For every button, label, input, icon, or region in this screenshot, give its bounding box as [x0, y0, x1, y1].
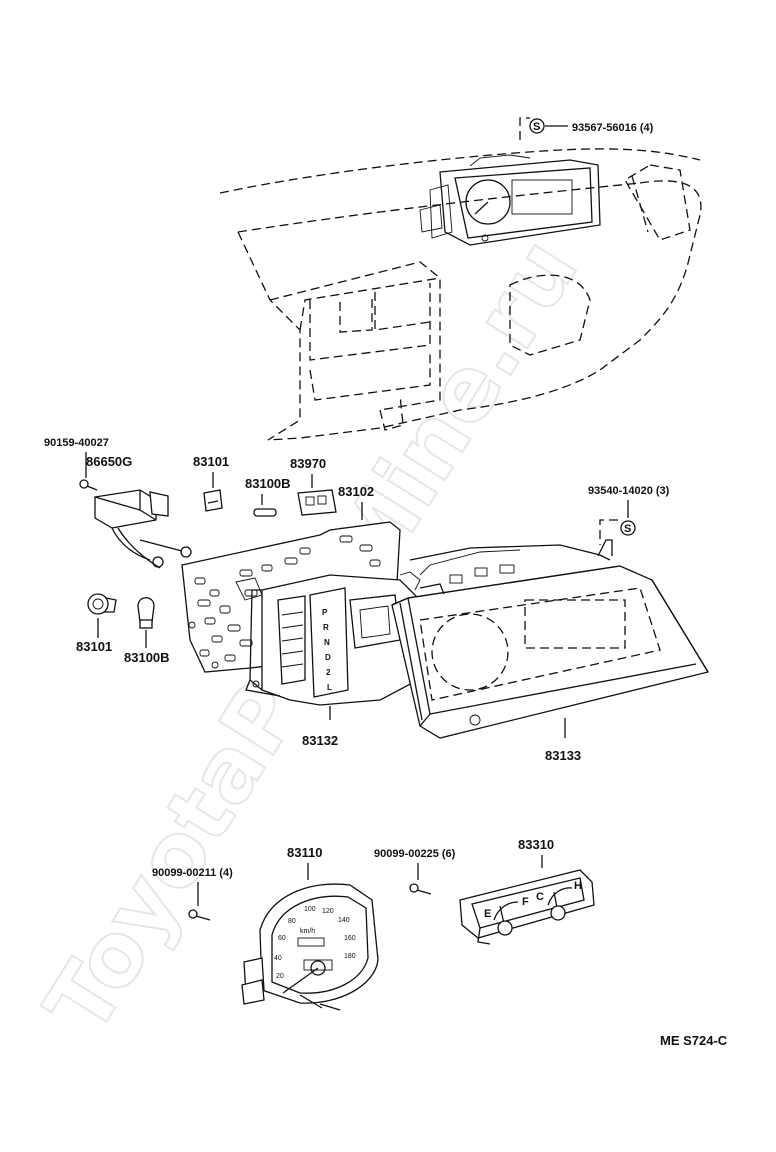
dial-unit: km/h — [300, 928, 315, 935]
label-83100b-top: 83100B — [245, 476, 291, 491]
label-83132: 83132 — [302, 733, 338, 748]
screw-90099-00225 — [409, 883, 432, 895]
gear-l: L — [327, 683, 332, 692]
connector-83970 — [297, 489, 337, 516]
dial-180: 180 — [344, 953, 356, 960]
label-83970: 83970 — [290, 456, 326, 471]
dial-40: 40 — [274, 955, 282, 962]
label-90159-40027: 90159-40027 — [44, 437, 109, 449]
fuel-e: E — [484, 908, 491, 920]
label-86650g: 86650G — [86, 454, 132, 469]
gear-n: N — [324, 638, 330, 647]
label-93540-14020: 93540-14020 (3) — [588, 485, 670, 497]
fuel-temp-gauge-83310: E F C H — [459, 869, 595, 945]
label-83101-top: 83101 — [193, 454, 229, 469]
screw-90099-00211 — [188, 909, 211, 921]
socket-83101-bottom — [87, 593, 117, 615]
cluster-in-dash — [419, 154, 601, 246]
gear-d: D — [325, 653, 331, 662]
speedometer-83110: 20 40 60 80 100 120 140 160 180 km/h — [241, 883, 379, 1011]
socket-83101-top — [203, 489, 223, 512]
dial-60: 60 — [278, 935, 286, 942]
label-83133: 83133 — [545, 748, 581, 763]
dial-20: 20 — [276, 973, 284, 980]
fuel-f: F — [522, 896, 529, 908]
temp-h: H — [574, 880, 582, 892]
label-83110: 83110 — [287, 845, 322, 860]
bolt-right-callout: 93540-14020 (3) S — [588, 485, 670, 545]
gear-r: R — [323, 623, 329, 632]
bulb-83100b-bottom — [137, 597, 155, 629]
symbol-s-right: S — [624, 523, 631, 535]
bolt-top-callout: S 93567-56016 (4) — [529, 118, 654, 134]
panel-83132: P R N D 2 L — [245, 571, 421, 720]
dial-80: 80 — [288, 918, 296, 925]
label-93567-56016: 93567-56016 (4) — [572, 122, 654, 134]
label-90099-00225: 90099-00225 (6) — [374, 848, 456, 860]
dial-120: 120 — [322, 908, 334, 915]
label-83101-bottom: 83101 — [76, 639, 112, 654]
gear-p: P — [322, 608, 328, 617]
meter-housing-83133 — [391, 539, 710, 739]
gear-2: 2 — [326, 668, 331, 677]
diagram-code: ME S724-C — [660, 1033, 728, 1048]
dashboard-outline — [219, 117, 702, 441]
dial-140: 140 — [338, 917, 350, 924]
dial-100: 100 — [304, 906, 316, 913]
dial-160: 160 — [344, 935, 356, 942]
label-90099-00211: 90099-00211 (4) — [152, 867, 233, 879]
symbol-s-top: S — [533, 121, 540, 133]
label-83310: 83310 — [518, 837, 554, 852]
relay-86650g — [94, 489, 192, 569]
label-83100b-bottom: 83100B — [124, 650, 170, 665]
label-83102: 83102 — [338, 484, 374, 499]
temp-c: C — [536, 891, 544, 903]
screw-90159 — [79, 479, 98, 491]
bulb-83100b-top — [253, 508, 277, 517]
